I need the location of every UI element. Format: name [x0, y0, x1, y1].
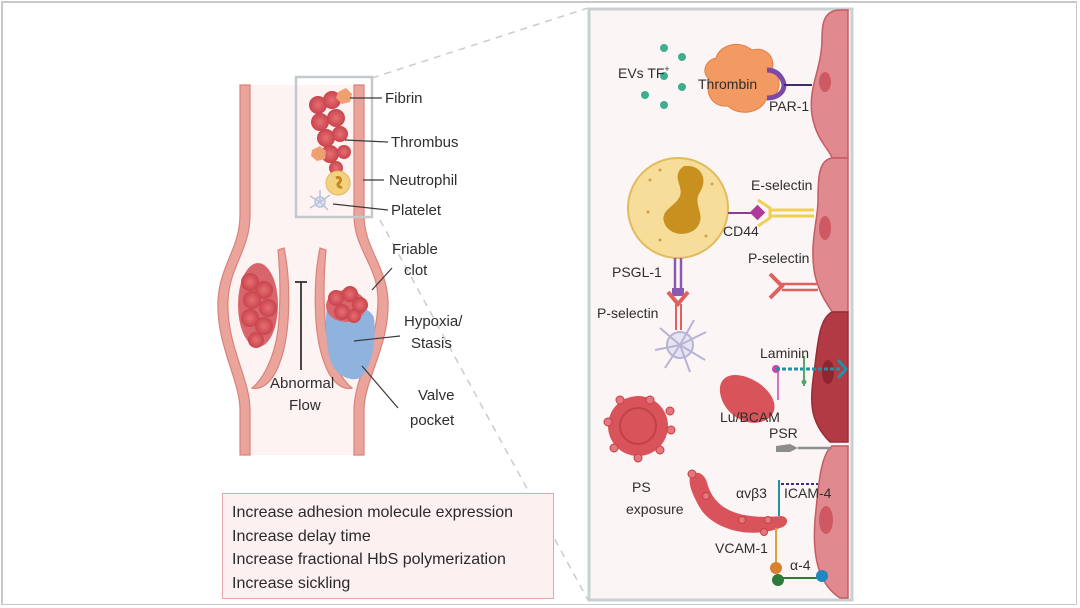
effect-item: Increase delay time: [232, 527, 371, 545]
effect-item: Increase adhesion molecule expression: [232, 504, 514, 521]
label-ps-1: PS: [632, 479, 651, 495]
vcam1-a4: [770, 528, 828, 586]
sickle-cell: [687, 469, 788, 536]
rbc-lu-bcam: [719, 374, 775, 423]
label-friable-2: clot: [404, 262, 428, 279]
label-p-selectin-platelet: P-selectin: [597, 305, 658, 321]
endothelium: [810, 9, 849, 599]
cd44-marker: [749, 204, 766, 221]
label-valve-2: pocket: [410, 412, 455, 429]
psgl1-receptor: [672, 258, 684, 296]
effect-item: Increase sickling: [232, 574, 351, 592]
label-abnormal-1: Abnormal: [270, 375, 334, 392]
label-p-selectin-endo: P-selectin: [748, 250, 809, 266]
ps-exposure-rbc: [603, 395, 676, 463]
effects-list: Increase adhesion molecule expression In…: [222, 493, 554, 599]
fibrin-shape: [336, 88, 352, 104]
label-platelet: Platelet: [391, 202, 442, 219]
clot-right: [326, 286, 368, 323]
platelet-cell: [654, 319, 707, 373]
label-thrombin: Thrombin: [698, 76, 757, 92]
vein-wall-right: [353, 84, 389, 456]
label-par1: PAR-1: [769, 98, 809, 114]
label-hypoxia-2: Stasis: [411, 335, 452, 352]
valve-leaflet-right: [314, 247, 354, 389]
vein-wall-left: [217, 84, 251, 456]
label-evs-tf: EVs TF+: [618, 64, 670, 81]
label-psr: PSR: [769, 425, 798, 441]
laminin-complex: [772, 356, 849, 386]
label-thrombus: Thrombus: [391, 134, 459, 151]
neutrophil-nucleus: [663, 165, 704, 234]
label-abnormal-2: Flow: [289, 397, 321, 414]
avb3-icam4: [778, 480, 818, 516]
detail-panel: [587, 7, 854, 602]
effect-item: Increase fractional HbS polymerization: [232, 551, 506, 568]
leader-lines-left: [332, 97, 401, 409]
psr-receptor: [776, 444, 832, 452]
thrombus-inset: [294, 75, 374, 219]
ev-particles: [641, 44, 686, 109]
label-laminin: Laminin: [760, 345, 809, 361]
label-valve-1: Valve: [418, 387, 454, 404]
label-vcam1: VCAM-1: [715, 540, 768, 556]
label-fibrin: Fibrin: [385, 90, 423, 107]
label-icam4: ICAM-4: [784, 485, 832, 501]
label-friable-1: Friable: [392, 241, 438, 258]
clot-left: [238, 263, 278, 348]
p-selectin-platelet: [666, 290, 690, 330]
label-lu-bcam: Lu/BCAM: [720, 409, 780, 425]
label-a4: α-4: [790, 557, 811, 573]
p-selectin-endothelial: [768, 272, 818, 300]
valve-leaflet-left: [250, 247, 290, 389]
label-hypoxia-1: Hypoxia/: [404, 313, 463, 330]
platelet-small: [309, 190, 331, 211]
label-e-selectin: E-selectin: [751, 177, 812, 193]
label-psgl1: PSGL-1: [612, 264, 662, 280]
label-cd44: CD44: [723, 223, 759, 239]
label-ps-2: exposure: [626, 501, 684, 517]
label-neutrophil: Neutrophil: [389, 172, 457, 189]
thrombin-molecule: [704, 43, 780, 113]
label-avb3: αvβ3: [736, 485, 767, 501]
e-selectin-receptor: [757, 198, 814, 228]
